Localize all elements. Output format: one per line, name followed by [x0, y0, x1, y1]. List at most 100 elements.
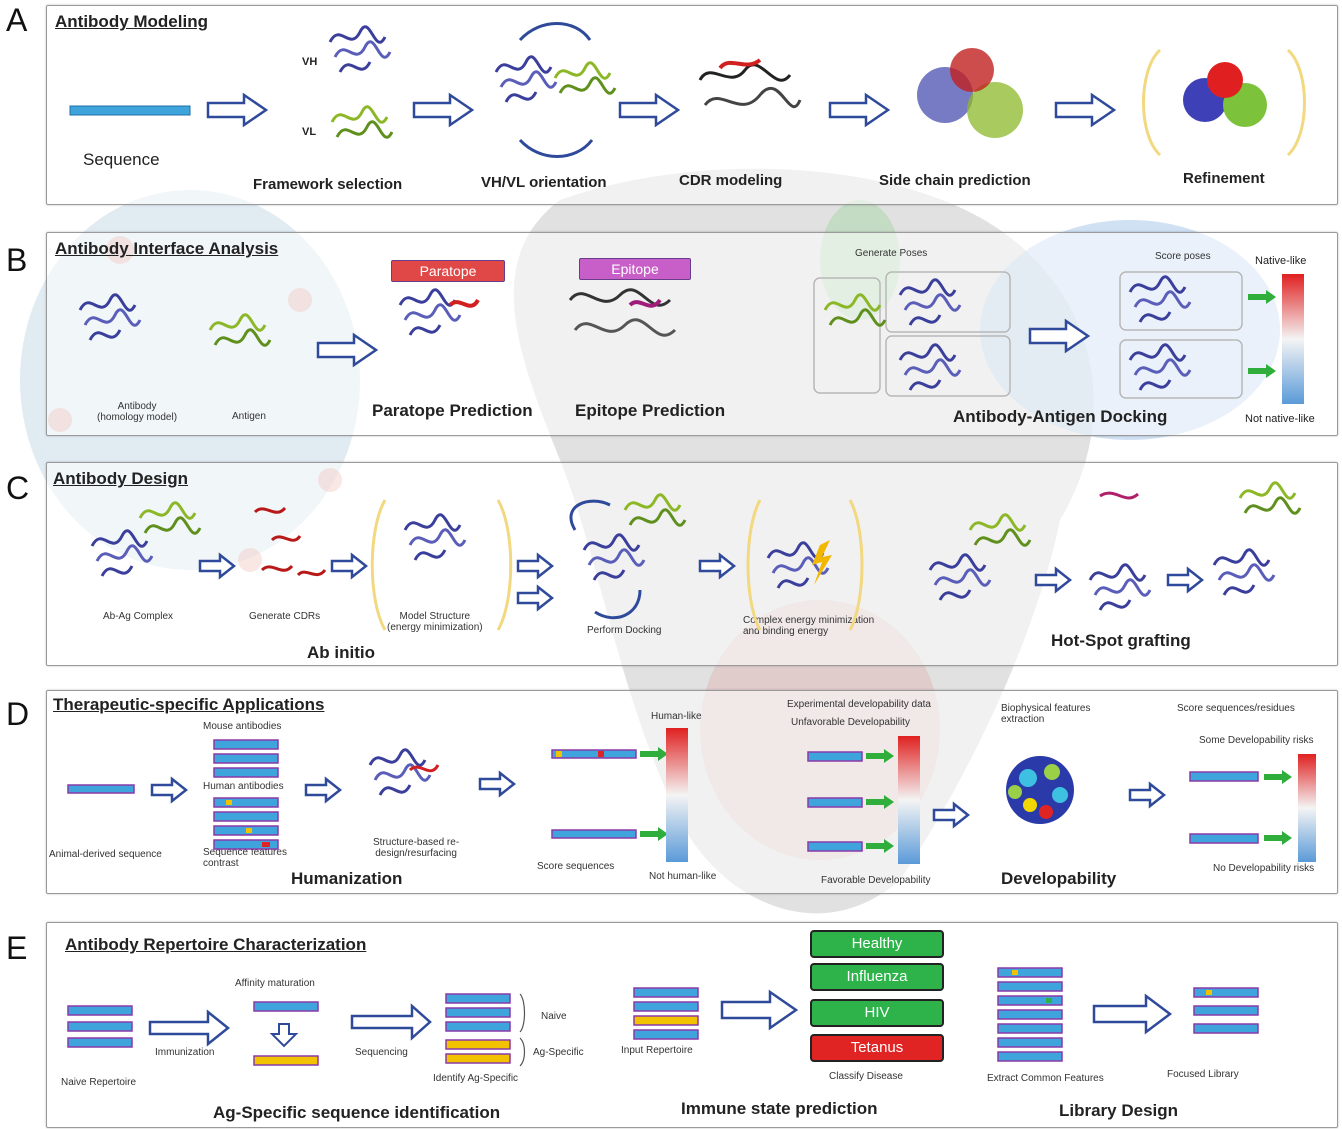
label-model-structure: Model Structure (energy minimization) — [387, 611, 483, 633]
label-score-seq-res: Score sequences/residues — [1177, 703, 1295, 714]
label-affinity: Affinity maturation — [235, 978, 315, 989]
label-immunization: Immunization — [155, 1047, 215, 1058]
cdr-structure — [698, 58, 802, 109]
disease-hiv: HIV — [810, 999, 944, 1027]
green-arrow-icon — [1248, 364, 1276, 378]
block-arrow-icon — [412, 93, 474, 127]
label-generate-poses: Generate Poses — [855, 248, 928, 259]
label-focused: Focused Library — [1167, 1069, 1239, 1080]
native-like-colorbar — [1282, 274, 1304, 404]
panel-antibody-modeling: Antibody Modeling Sequence VH VL Framewo… — [46, 5, 1338, 205]
label-developability: Developability — [1001, 869, 1117, 888]
bracket-icon — [1142, 48, 1162, 157]
green-arrow-icon — [1264, 831, 1292, 845]
green-arrow-icon — [1248, 290, 1276, 304]
risk-colorbar — [1298, 754, 1316, 862]
complex-structure — [90, 529, 154, 578]
block-arrow-icon — [148, 1009, 231, 1047]
panel-title: Therapeutic-specific Applications — [53, 695, 325, 714]
panel-interface-analysis: Antibody Interface Analysis Paratope Epi… — [46, 232, 1338, 436]
label-antibody: Antibody (homology model) — [97, 401, 178, 423]
panel-title: Antibody Design — [53, 469, 189, 488]
green-arrow-icon — [640, 747, 668, 761]
block-arrow-icon — [1128, 782, 1166, 808]
label-epitope-prediction: Epitope Prediction — [575, 401, 726, 420]
developability-colorbar — [898, 736, 920, 864]
bracket-icon — [848, 499, 864, 631]
block-arrow-icon — [932, 802, 970, 828]
cdr-loops — [253, 506, 327, 577]
green-arrow-icon — [1264, 770, 1292, 784]
down-arrow-icon — [269, 1023, 299, 1048]
block-arrow-icon — [1028, 319, 1090, 353]
cycle-arrow-icon — [594, 589, 642, 620]
label-native-like: Native-like — [1255, 255, 1307, 267]
label-energy: Complex energy minimization and binding … — [743, 615, 875, 637]
panel-letter-b: B — [6, 242, 28, 278]
block-arrow-icon — [478, 771, 516, 797]
block-arrow-icon — [828, 93, 890, 127]
label-docking: Perform Docking — [587, 625, 662, 636]
bracket-icon — [370, 499, 387, 631]
panel-title: Antibody Repertoire Characterization — [65, 935, 367, 954]
block-arrow-icon — [516, 585, 554, 611]
block-arrow-icon — [198, 553, 236, 579]
panel-title: Antibody Modeling — [55, 12, 208, 31]
sidechain-structure — [917, 48, 1023, 138]
panel-letter-a: A — [6, 2, 28, 38]
human-sequences — [213, 797, 279, 850]
green-arrow-icon — [866, 839, 894, 853]
green-arrow-icon — [640, 827, 668, 841]
block-arrow-icon — [1034, 567, 1072, 593]
label-not-native-like: Not native-like — [1245, 413, 1315, 425]
panel-title: Antibody Interface Analysis — [55, 239, 279, 258]
disease-influenza: Influenza — [810, 963, 944, 991]
docking-antigen — [623, 493, 687, 527]
epitope-structure — [568, 288, 677, 337]
paratope-structure — [398, 288, 462, 337]
panel-letter-d: D — [6, 696, 30, 732]
orientation-heavy — [494, 55, 558, 104]
label-sequencing: Sequencing — [355, 1047, 408, 1058]
label-human-ab: Human antibodies — [203, 781, 284, 792]
pose — [823, 293, 887, 327]
surface-molecule — [1006, 756, 1074, 824]
block-arrow-icon — [150, 777, 188, 803]
label-refinement: Refinement — [1183, 170, 1265, 187]
sequence-bar — [69, 105, 191, 116]
label-immune-state: Immune state prediction — [681, 1099, 878, 1118]
block-arrow-icon — [516, 553, 554, 579]
paratope-tag: Paratope — [391, 260, 505, 282]
hotspot-complex — [928, 553, 992, 602]
block-arrow-icon — [698, 553, 736, 579]
bracket-icon — [1286, 48, 1306, 157]
label-ab-initio: Ab initio — [307, 643, 375, 662]
complex-antigen — [138, 501, 202, 535]
panel-c-graphics — [90, 481, 1302, 631]
disease-healthy: Healthy — [810, 930, 944, 958]
label-mouse: Mouse antibodies — [203, 721, 282, 732]
panel-d-graphics — [67, 728, 1316, 864]
vh-structure — [328, 25, 392, 74]
epitope-tag: Epitope — [579, 258, 691, 280]
label-unfavorable: Unfavorable Developability — [791, 717, 910, 728]
bracket-icon — [496, 499, 513, 631]
human-like-colorbar — [666, 728, 688, 862]
label-ag-specific: Ag-Specific — [533, 1047, 584, 1058]
panel-b-graphics — [78, 271, 1304, 404]
label-score-sequences: Score sequences — [537, 861, 615, 872]
block-arrow-icon — [1166, 567, 1204, 593]
lightning-icon — [812, 540, 832, 585]
label-docking: Antibody-Antigen Docking — [953, 407, 1168, 426]
hotspot-antigen — [968, 513, 1032, 547]
label-extract: Extract Common Features — [987, 1073, 1104, 1084]
model-structure — [403, 513, 467, 562]
label-biophys: Biophysical features extraction — [1001, 703, 1091, 725]
panel-letter-e: E — [6, 930, 28, 966]
label-sequence: Sequence — [83, 150, 160, 169]
label-structure: Structure-based re- design/resurfacing — [373, 837, 460, 859]
antigen-structure — [208, 313, 272, 347]
label-cdr: CDR modeling — [679, 172, 783, 189]
block-arrow-icon — [330, 553, 368, 579]
label-hotspot: Hot-Spot grafting — [1051, 631, 1191, 650]
